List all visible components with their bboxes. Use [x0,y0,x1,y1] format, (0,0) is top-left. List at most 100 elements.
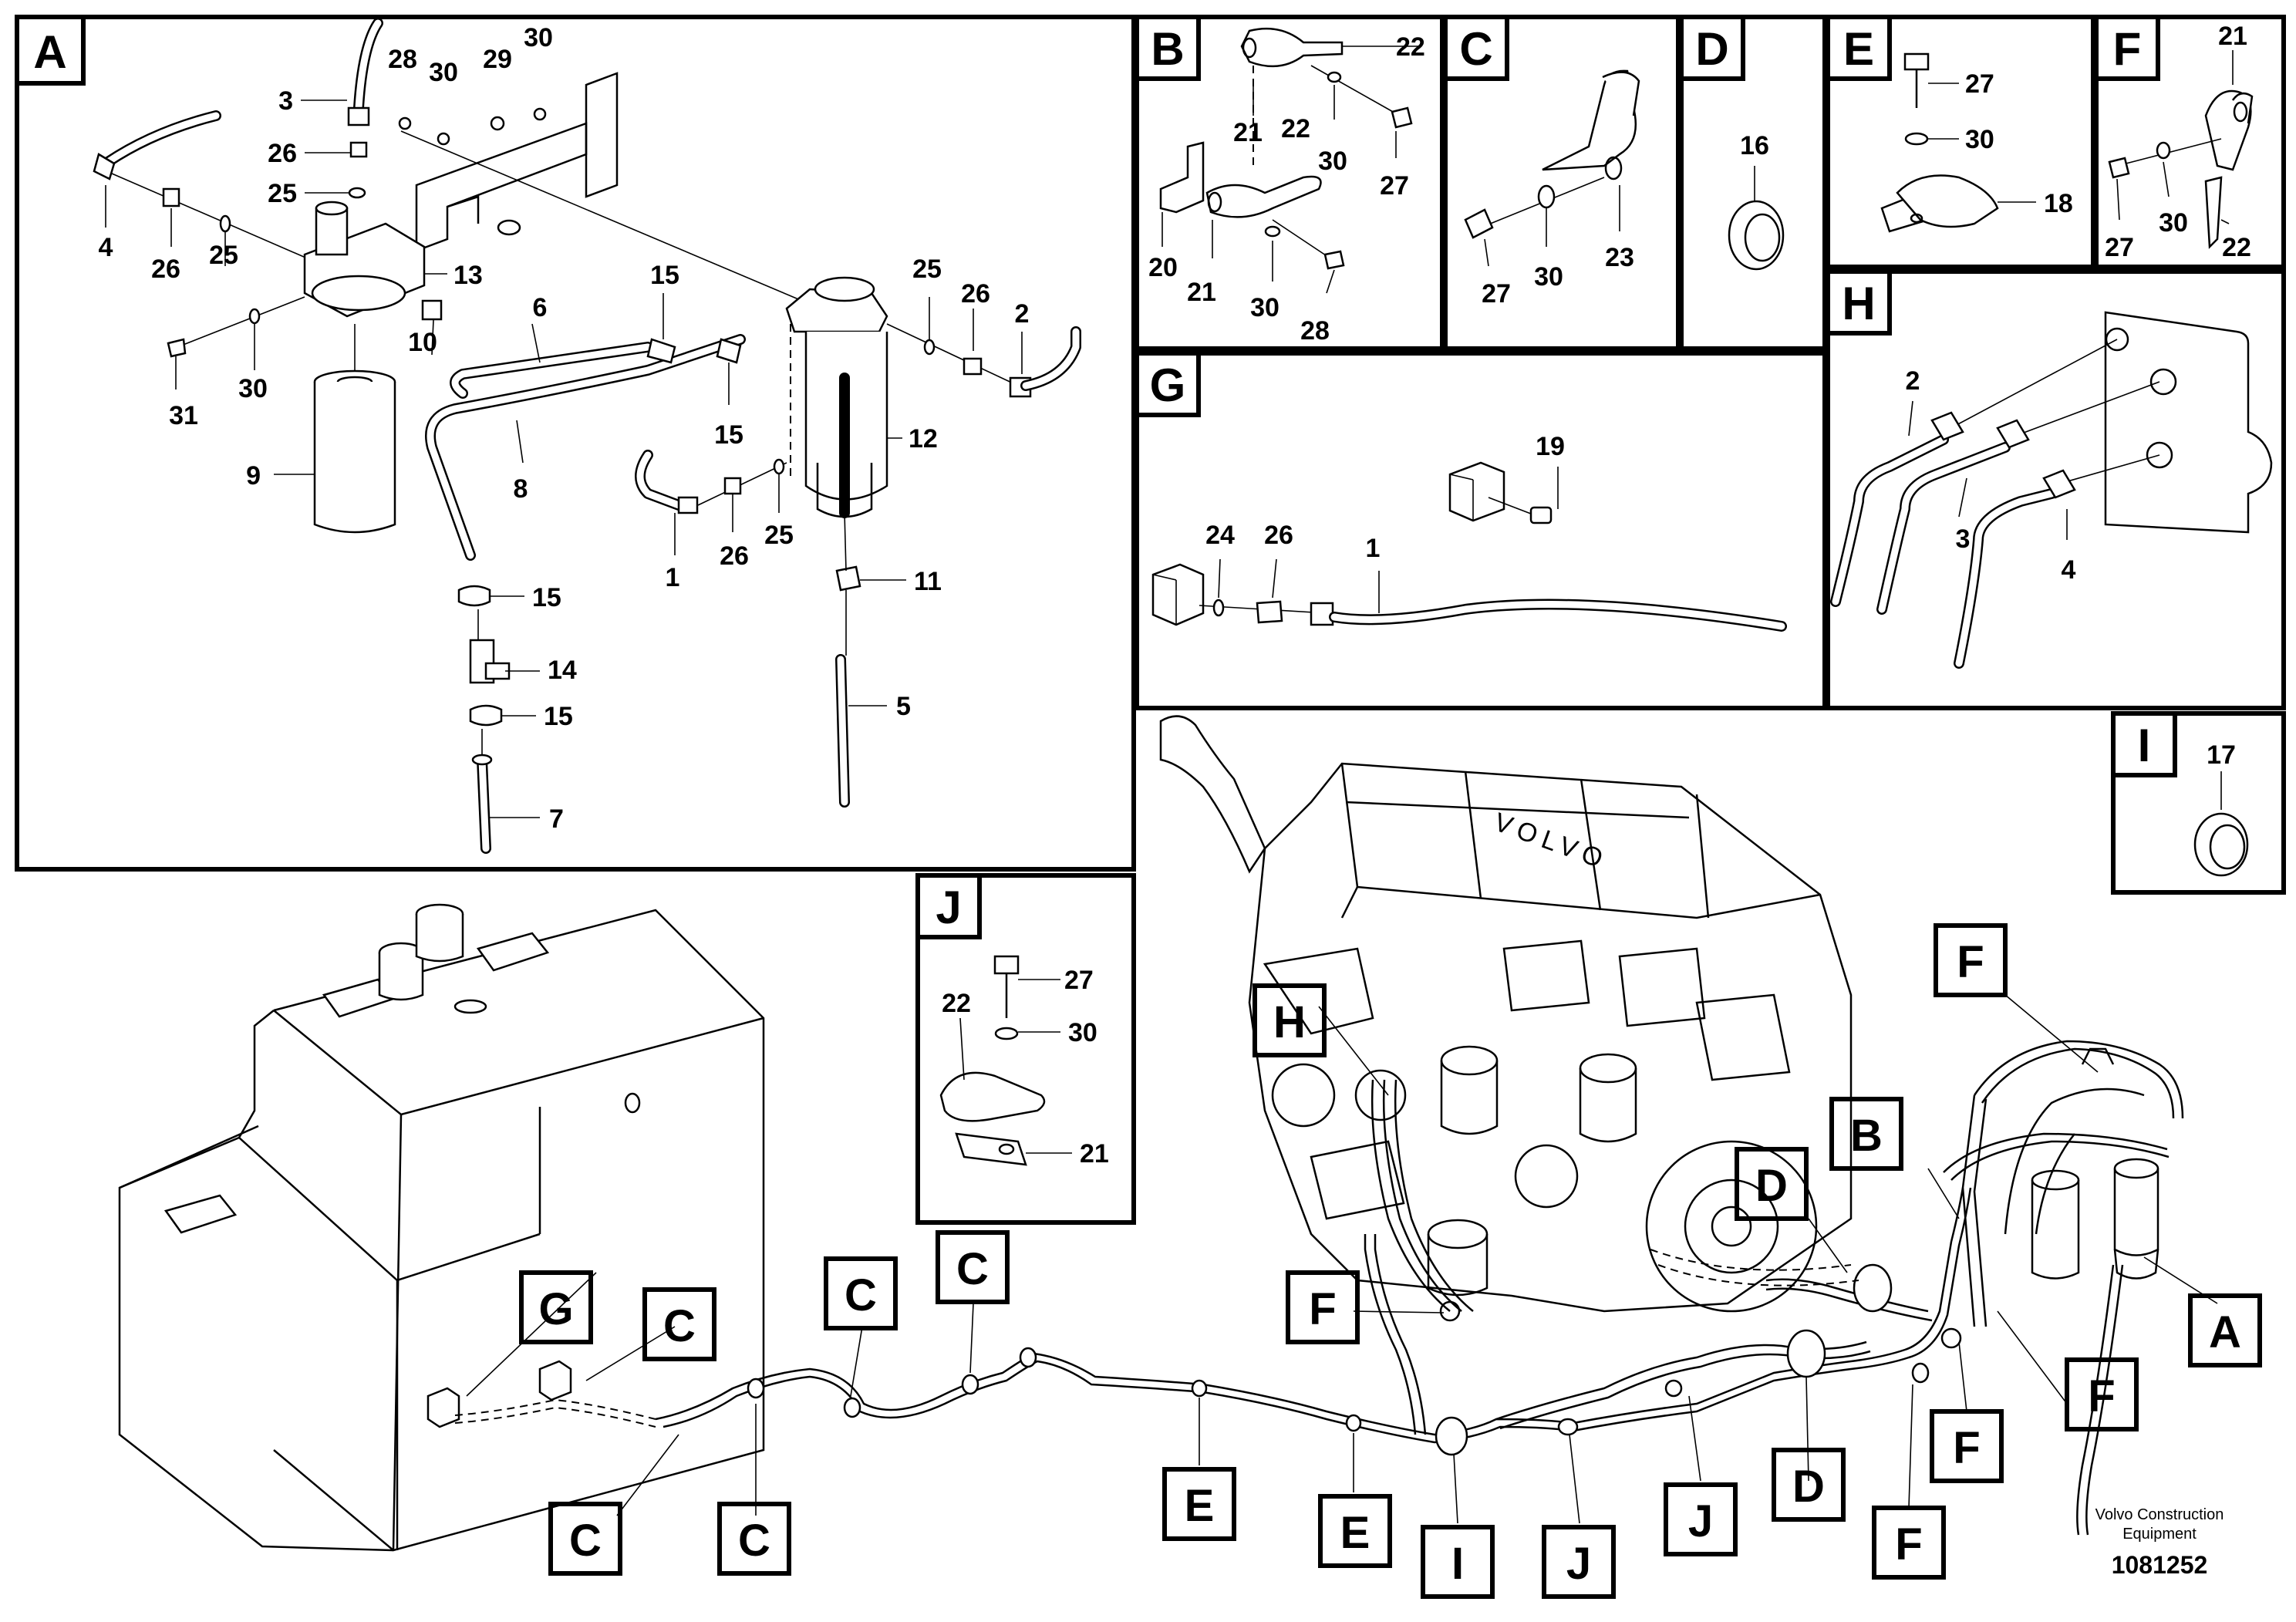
svg-text:7: 7 [549,804,564,834]
svg-text:21: 21 [1233,118,1263,147]
panel-j-frame [915,873,1136,1225]
svg-text:29: 29 [483,45,512,74]
svg-text:H: H [1842,278,1875,329]
credit-block: Volvo Construction Equipment 1081252 [2095,1506,2224,1579]
callout-b: B [1829,1097,1903,1171]
callout-e-2: E [1318,1494,1392,1568]
svg-text:11: 11 [914,567,942,596]
svg-text:14: 14 [548,656,577,685]
svg-text:17: 17 [2207,740,2236,770]
svg-text:B: B [1850,1111,1883,1161]
svg-text:30: 30 [429,58,458,87]
panel-i-drawing: 17 [2193,740,2249,877]
engine: VOLVO [1159,715,2184,1536]
svg-text:21: 21 [1080,1139,1109,1168]
svg-text:31: 31 [169,401,198,430]
panel-i-frame [2111,711,2286,895]
svg-text:F: F [2113,23,2142,75]
callout-f-1: F [1872,1506,1946,1580]
panel-c-frame [1443,15,1681,351]
callout-e-1: E [1162,1467,1236,1541]
panel-e-drawing: 27 30 18 [1880,52,2073,233]
svg-text:F: F [1895,1519,1922,1570]
panel-d-label: D [1679,15,1745,81]
svg-text:1: 1 [1366,534,1381,563]
svg-text:26: 26 [268,139,297,168]
svg-text:15: 15 [714,420,743,450]
svg-text:22: 22 [2222,233,2251,262]
svg-text:G: G [538,1284,573,1334]
svg-text:B: B [1151,23,1184,75]
callout-j-1: J [1542,1525,1616,1599]
svg-text:A: A [2209,1307,2241,1357]
svg-text:28: 28 [1300,316,1330,346]
svg-text:3: 3 [278,86,293,116]
panel-c-label: C [1443,15,1509,81]
panel-d-frame [1679,15,1827,351]
panel-f-drawing: 21 30 27 22 [2105,22,2254,262]
svg-text:24: 24 [1205,521,1235,550]
svg-text:27: 27 [1965,69,1994,99]
panel-g-drawing: 19 24 26 1 [1151,432,1787,632]
panel-e-frame [1826,15,2095,269]
svg-text:F: F [2088,1371,2115,1421]
svg-text:26: 26 [720,541,749,571]
engine-brand: VOLVO [1490,808,1612,876]
svg-text:22: 22 [942,989,971,1018]
svg-text:A: A [33,26,66,78]
svg-text:21: 21 [2218,22,2247,51]
svg-text:C: C [845,1270,877,1320]
svg-text:12: 12 [909,424,938,454]
panel-b-frame [1135,15,1445,351]
callout-c-3: C [717,1502,791,1576]
callout-f-4: F [1286,1270,1360,1344]
callout-f-2: F [1930,1409,2004,1483]
svg-text:F: F [1309,1284,1336,1334]
callout-a: A [2188,1293,2262,1367]
svg-text:2: 2 [1015,299,1030,329]
panel-i-label: I [2111,711,2177,777]
svg-text:C: C [569,1516,602,1566]
svg-text:13: 13 [453,261,483,290]
svg-text:8: 8 [514,474,528,504]
svg-text:28: 28 [388,45,417,74]
svg-text:15: 15 [532,583,561,612]
svg-text:J: J [1566,1539,1591,1589]
svg-text:27: 27 [1064,966,1094,995]
panel-h-frame [1826,269,2286,710]
callout-f-5: F [1934,923,2008,997]
panel-b-drawing: 22 21 22 30 27 20 21 30 28 [1148,27,1425,346]
svg-text:30: 30 [1534,262,1563,292]
fuel-line-route [655,1187,1972,1456]
callout-c-2: C [548,1502,622,1576]
svg-text:E: E [1340,1508,1371,1558]
panel-d-drawing: 16 [1728,131,1785,271]
panel-f-frame [2094,15,2286,269]
svg-text:25: 25 [912,255,942,284]
svg-text:30: 30 [2159,208,2188,238]
svg-text:G: G [1150,359,1186,411]
panel-a-labels: 3 26 25 28 30 29 30 4 26 25 13 10 30 31 … [99,23,1030,834]
svg-text:D: D [1792,1462,1825,1512]
svg-text:I: I [1451,1539,1464,1589]
svg-text:10: 10 [408,328,437,357]
svg-text:26: 26 [961,279,990,309]
svg-text:16: 16 [1740,131,1769,160]
svg-text:F: F [1953,1423,1980,1473]
credit-line-2: Equipment [2122,1526,2197,1543]
panel-h-drawing: 2 3 4 [1830,311,2273,669]
panel-f-label: F [2094,15,2160,81]
svg-text:2: 2 [1906,366,1920,396]
svg-text:15: 15 [544,702,573,731]
svg-text:F: F [1957,937,1984,987]
callout-f-3: F [2065,1357,2139,1431]
panel-h-label: H [1826,269,1892,336]
panel-a-drawing [93,18,1081,854]
svg-text:30: 30 [1318,147,1347,176]
svg-text:30: 30 [1965,125,1994,154]
svg-text:20: 20 [1148,253,1178,282]
svg-text:4: 4 [2062,555,2076,585]
svg-text:C: C [956,1244,989,1294]
fuel-tank [118,903,765,1552]
svg-text:9: 9 [246,461,261,491]
